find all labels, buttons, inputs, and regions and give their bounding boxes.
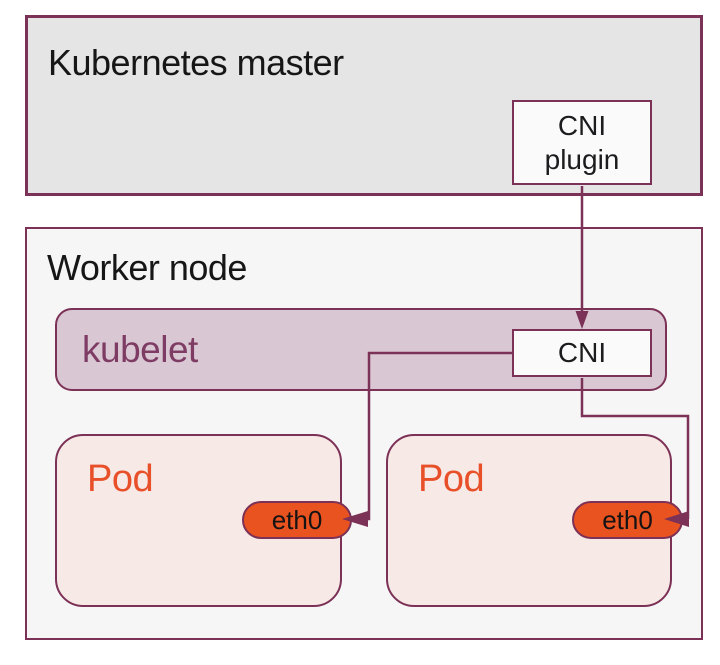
eth0-badge-right: eth0 xyxy=(572,501,683,539)
cni-plugin-label: CNI plugin xyxy=(544,110,620,175)
pod-label: Pod xyxy=(87,458,154,500)
worker-node-title: Worker node xyxy=(47,247,247,288)
cni-label: CNI xyxy=(557,337,607,368)
kubelet-label: kubelet xyxy=(82,328,198,370)
kubernetes-master-title: Kubernetes master xyxy=(48,42,344,83)
cni-box: CNI xyxy=(512,329,652,377)
eth0-badge-left: eth0 xyxy=(242,501,352,539)
kubelet-box: kubelet xyxy=(55,308,667,391)
eth0-label: eth0 xyxy=(271,504,323,535)
eth0-label: eth0 xyxy=(602,504,653,535)
cni-plugin-box: CNI plugin xyxy=(512,100,652,185)
pod-label: Pod xyxy=(418,458,485,500)
